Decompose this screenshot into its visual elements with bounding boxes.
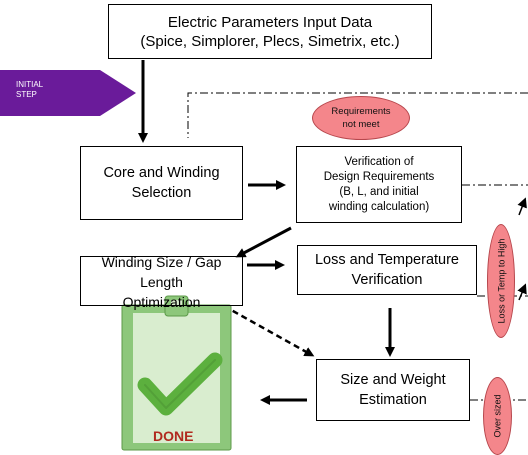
loss-temperature-box: Loss and Temperature Verification bbox=[297, 245, 477, 295]
verification-box: Verification of Design Requirements (B, … bbox=[296, 146, 462, 223]
initial-step-label: INITIAL STEP bbox=[16, 80, 44, 99]
feedback-arrow-up-1 bbox=[517, 197, 527, 216]
core-winding-box: Core and Winding Selection bbox=[80, 146, 243, 220]
winding-optimization-box: Winding Size / Gap Length Optimization bbox=[101, 254, 222, 310]
done-label: DONE bbox=[153, 428, 194, 444]
initial-step-pennant bbox=[0, 70, 136, 116]
feedback-line-requirements bbox=[187, 92, 528, 138]
oversized-oval: Over sized bbox=[483, 377, 512, 455]
loss-temp-high-oval: Loss or Temp to High bbox=[487, 224, 515, 338]
arrow-winding-to-size-dashed bbox=[223, 304, 315, 357]
input-data-box: Electric Parameters Input Data (Spice, S… bbox=[108, 4, 432, 59]
size-weight-box: Size and Weight Estimation bbox=[316, 359, 470, 421]
feedback-arrow-up-2 bbox=[517, 283, 527, 301]
requirements-not-meet-oval: Requirements not meet bbox=[312, 96, 410, 140]
arrow-verification-to-winding bbox=[235, 226, 292, 258]
done-clipboard-icon bbox=[121, 295, 232, 451]
